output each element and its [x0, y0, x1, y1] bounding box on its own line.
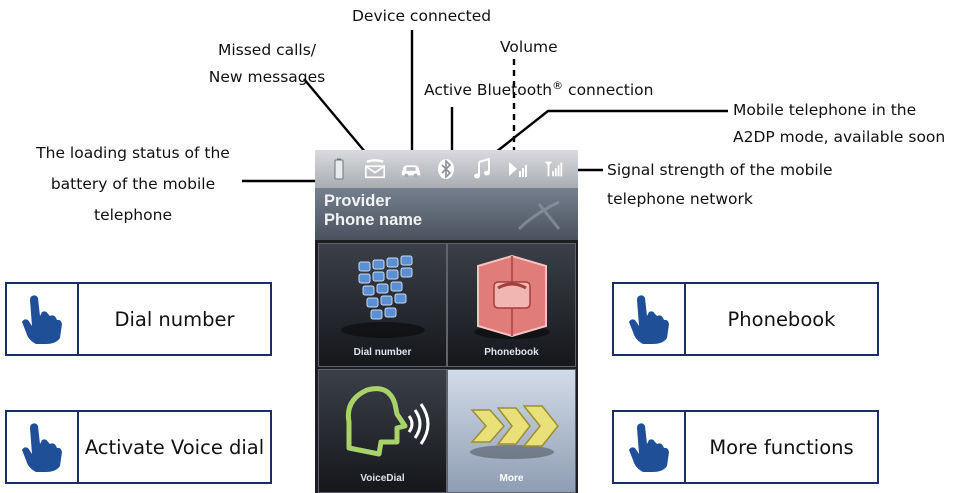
volume-bars-icon	[507, 158, 529, 180]
phonebook-button-label: Phonebook	[727, 307, 836, 331]
a2dp-label-line1: Mobile telephone in the	[733, 101, 917, 119]
hand-pointer-icon	[614, 284, 686, 354]
more-functions-button-label: More functions	[709, 435, 854, 459]
tile-voice-dial-label: VoiceDial	[360, 473, 405, 484]
registered-mark: ®	[552, 78, 564, 92]
voice-dial-button[interactable]: Activate Voice dial	[5, 410, 272, 484]
bluetooth-label-suffix: connection	[563, 81, 654, 99]
a2dp-leader	[490, 109, 728, 157]
keypad-icon	[341, 255, 425, 338]
battery-icon	[328, 158, 350, 180]
provider-header: Provider Phone name	[315, 188, 578, 240]
tile-dial-number[interactable]: Dial number	[318, 243, 447, 367]
a2dp-label-line2: A2DP mode, available soon	[733, 128, 946, 146]
tile-phonebook-label: Phonebook	[484, 347, 539, 358]
phone-screen: Provider Phone name Dial number	[315, 150, 578, 493]
missed-calls-leader	[303, 78, 367, 154]
more-functions-button[interactable]: More functions	[612, 410, 879, 484]
status-bar	[315, 150, 578, 188]
battery-label-line2: battery of the mobile	[50, 175, 216, 193]
more-chevrons-icon	[470, 405, 559, 459]
provider-name: Provider	[324, 192, 391, 210]
signal-label-line2: telephone network	[607, 190, 753, 208]
signal-watermark-icon	[517, 200, 561, 231]
dial-number-button[interactable]: Dial number	[5, 282, 272, 356]
battery-label-line1: The loading status of the	[36, 144, 230, 162]
phonebook-button[interactable]: Phonebook	[612, 282, 879, 356]
envelope-icon	[364, 158, 386, 180]
bluetooth-label-text: Active Bluetooth	[424, 81, 553, 99]
battery-label-line3: telephone	[94, 206, 172, 224]
voice-dial-icon	[345, 386, 430, 457]
dial-number-button-label: Dial number	[114, 307, 235, 331]
voice-dial-button-label: Activate Voice dial	[84, 435, 265, 459]
tile-more-label: More	[499, 473, 524, 484]
tile-phonebook[interactable]: Phonebook	[447, 243, 576, 367]
missed-calls-label-line1: Missed calls/	[217, 41, 317, 59]
missed-calls-label-line2: New messages	[208, 68, 326, 86]
hand-pointer-icon	[614, 412, 686, 482]
music-note-icon	[471, 158, 493, 180]
bluetooth-icon	[435, 158, 457, 180]
tile-dial-number-label: Dial number	[353, 347, 412, 358]
car-icon	[400, 158, 422, 180]
hand-pointer-icon	[7, 284, 79, 354]
phonebook-icon	[474, 254, 550, 339]
bluetooth-label: Active Bluetooth® connection	[424, 76, 653, 105]
hand-pointer-icon	[7, 412, 79, 482]
volume-label: Volume	[500, 38, 558, 56]
tile-voice-dial[interactable]: VoiceDial	[318, 369, 447, 493]
signal-label-line1: Signal strength of the mobile	[607, 161, 833, 179]
device-connected-label: Device connected	[352, 7, 492, 25]
signal-strength-icon	[543, 158, 565, 180]
phone-name: Phone name	[324, 211, 423, 229]
tile-more[interactable]: More	[447, 369, 576, 493]
